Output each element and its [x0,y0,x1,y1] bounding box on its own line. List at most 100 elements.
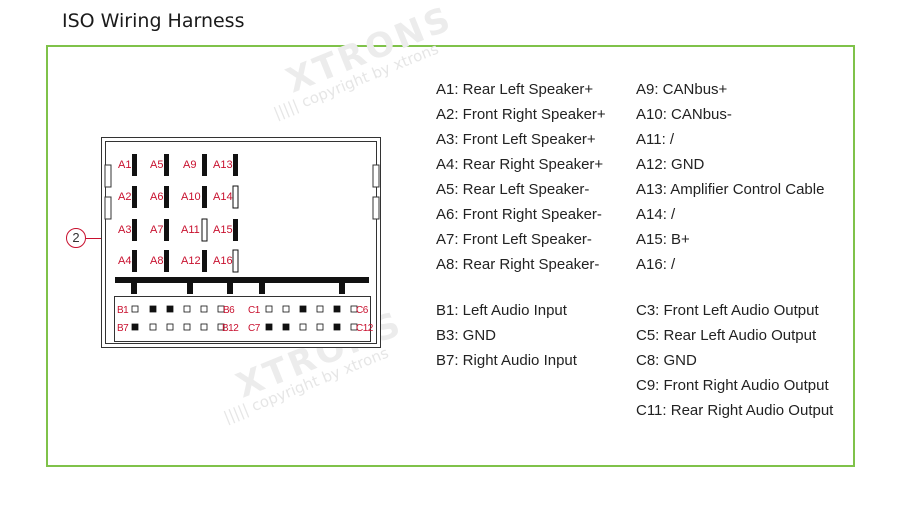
connector-housing-inner [105,141,377,344]
cpin-r2-6 [350,323,358,331]
key-2 [187,283,193,294]
pin-desc: A6: Front Right Speaker- [436,206,602,223]
cpin-r2-4 [316,323,324,331]
cpin-r2-5 [333,323,341,331]
label-b12: B12 [222,323,239,334]
cpin-r2-2 [282,323,290,331]
connector-housing-outer [101,137,381,348]
bpin-r2-5 [200,323,208,331]
callout-leader-line [86,238,103,239]
cpin-r2-3 [299,323,307,331]
bpin-r2-2 [149,323,157,331]
pin-desc: A15: B+ [636,231,690,248]
label-a5: A5 [150,159,164,171]
pin-a7 [164,219,169,241]
callout-number: 2 [66,228,86,248]
label-c6: C6 [356,305,368,316]
pin-list-a-left: A1: Rear Left Speaker+ A2: Front Right S… [436,77,606,277]
pin-a15 [233,219,238,241]
label-c1: C1 [248,305,260,316]
pin-a6 [164,186,169,208]
label-a9: A9 [183,159,197,171]
label-b7: B7 [117,323,129,334]
key-5 [339,283,345,294]
label-a3: A3 [118,224,132,236]
pin-list-b: B1: Left Audio Input B3: GND B7: Right A… [436,298,577,373]
pin-desc: A8: Rear Right Speaker- [436,256,600,273]
pin-desc: C5: Rear Left Audio Output [636,327,817,344]
pin-desc: C11: Rear Right Audio Output [636,402,834,419]
left-tab-lower [104,196,112,220]
label-a14: A14 [213,191,233,203]
pin-desc: A10: CANbus- [636,106,732,123]
bc-block [114,296,371,342]
pin-a2 [132,186,137,208]
left-tab-upper [104,164,112,188]
pin-a5 [164,154,169,176]
pin-desc: A5: Rear Left Speaker- [436,181,590,198]
label-a15: A15 [213,224,233,236]
pin-desc: C9: Front Right Audio Output [636,377,829,394]
cpin-r1-2 [282,305,290,313]
pin-desc: C3: Front Left Audio Output [636,302,819,319]
cpin-r1-4 [316,305,324,313]
key-3 [227,283,233,294]
iso-connector: A1 A5 A9 A13 A2 A6 A10 A14 A3 A7 A11 A15… [101,137,381,348]
pin-a1 [132,154,137,176]
pin-desc: A14: / [636,206,676,223]
bpin-r2-3 [166,323,174,331]
key-1 [131,283,137,294]
label-a10: A10 [181,191,201,203]
label-b1: B1 [117,305,129,316]
right-tab-lower [372,196,380,220]
cpin-r2-1 [265,323,273,331]
label-a13: A13 [213,159,233,171]
bpin-r2-4 [183,323,191,331]
bpin-r2-6 [217,323,225,331]
pin-desc: C8: GND [636,352,697,369]
cpin-r1-1 [265,305,273,313]
bc-pins [131,305,358,331]
pin-a3 [132,219,137,241]
right-tab-upper [372,164,380,188]
key-4 [259,283,265,294]
pin-desc: B7: Right Audio Input [436,352,577,369]
pin-desc: A13: Amplifier Control Cable [636,181,825,198]
label-a7: A7 [150,224,164,236]
diagram-frame [46,45,855,467]
label-a4: A4 [118,255,132,267]
label-a2: A2 [118,191,132,203]
label-a8: A8 [150,255,164,267]
cpin-r1-3 [299,305,307,313]
bpin-r2-1 [131,323,139,331]
bpin-r1-5 [200,305,208,313]
pin-desc: A12: GND [636,156,705,173]
pin-desc: A9: CANbus+ [636,81,728,98]
pin-desc: A16: / [636,256,676,273]
label-b6: B6 [223,305,235,316]
pin-desc: B3: GND [436,327,497,344]
cpin-r1-6 [350,305,358,313]
pin-a8 [164,250,169,272]
label-a11: A11 [181,224,200,236]
bpin-r1-4 [183,305,191,313]
label-c7: C7 [248,323,260,334]
label-a16: A16 [213,255,233,267]
label-c12: C12 [356,323,373,334]
bpin-r1-1 [131,305,139,313]
page-title: ISO Wiring Harness [62,10,245,32]
pin-a4 [132,250,137,272]
connector-drawing [101,137,381,348]
label-a6: A6 [150,191,164,203]
bpin-r1-6 [217,305,225,313]
label-a12: A12 [181,255,201,267]
pin-desc: A7: Front Left Speaker- [436,231,592,248]
pin-desc: A2: Front Right Speaker+ [436,106,606,123]
pin-a9 [202,154,207,176]
pin-a12 [202,250,207,272]
pin-a11 [201,218,208,242]
bpin-r1-3 [166,305,174,313]
pin-desc: A4: Rear Right Speaker+ [436,156,604,173]
separator-bar [115,277,369,283]
pin-list-c: C3: Front Left Audio Output C5: Rear Lef… [636,298,833,423]
